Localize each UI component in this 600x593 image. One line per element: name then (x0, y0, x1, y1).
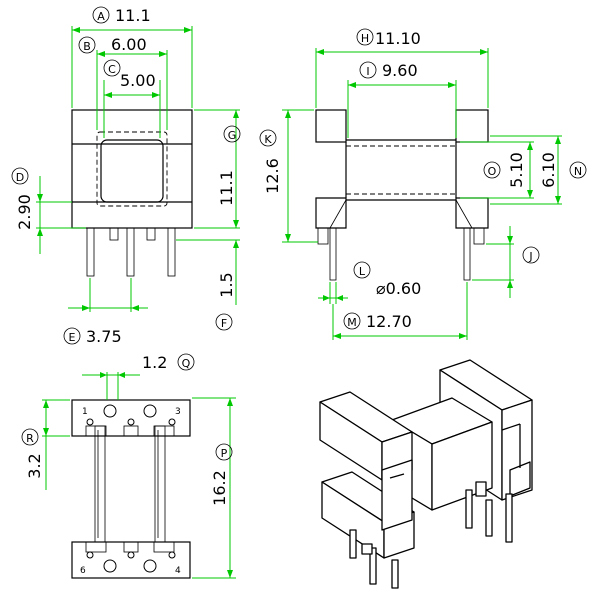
dim-label-G: G 11.1 (217, 125, 241, 206)
dim-label-H: H 11.10 (356, 28, 421, 48)
dim-label-K: K 12.6 (259, 129, 282, 194)
dim-label-Q: 1.2 Q (142, 353, 195, 372)
svg-text:F: F (221, 317, 227, 330)
dim-label-A: A 11.1 (92, 6, 151, 25)
isometric-view (319, 359, 533, 589)
svg-text:H: H (361, 32, 369, 45)
dim-label-F: F 1.5 (215, 272, 236, 331)
svg-text:16.2: 16.2 (210, 470, 229, 506)
svg-text:J: J (528, 250, 532, 263)
dim-label-B: B 6.00 (78, 35, 147, 54)
svg-text:⌀0.60: ⌀0.60 (376, 279, 421, 298)
dim-label-N: N 6.10 (539, 152, 587, 188)
bottom-view-dimensions (42, 372, 236, 579)
svg-text:I: I (366, 65, 369, 78)
dim-label-E: E 3.75 (63, 327, 122, 346)
dim-label-M: M 12.70 (343, 312, 412, 331)
side-view-labels: H 11.10 I 9.60 K 12.6 O 5.10 N 6.10 J (259, 28, 587, 331)
svg-text:6.10: 6.10 (539, 152, 558, 188)
svg-text:B: B (83, 40, 91, 53)
svg-text:3.75: 3.75 (86, 327, 122, 346)
dim-label-I: I 9.60 (359, 61, 418, 80)
svg-text:G: G (228, 129, 237, 142)
svg-text:K: K (264, 133, 272, 146)
pin-number-1: 1 (82, 407, 88, 417)
svg-text:5.00: 5.00 (120, 71, 156, 90)
dim-label-R: R 3.2 (21, 428, 44, 479)
side-view (315, 109, 489, 281)
svg-text:9.60: 9.60 (382, 61, 418, 80)
dim-label-J: J (522, 246, 540, 264)
svg-text:N: N (574, 165, 582, 178)
svg-text:P: P (221, 447, 228, 460)
pin-number-3: 3 (175, 407, 181, 417)
front-view-labels: A 11.1 B 6.00 C 5.00 G 11.1 F 1.5 D 2.90 (11, 6, 241, 346)
svg-text:3.2: 3.2 (25, 453, 44, 478)
svg-text:E: E (69, 331, 76, 344)
svg-text:6.00: 6.00 (111, 35, 147, 54)
bottom-view: 1 3 6 4 (71, 399, 191, 579)
pin-number-6: 6 (80, 566, 86, 576)
dim-label-P: P 16.2 (210, 443, 233, 506)
svg-text:M: M (347, 316, 357, 329)
svg-text:R: R (26, 432, 34, 445)
iso-pins (349, 481, 513, 589)
svg-text:12.6: 12.6 (263, 158, 282, 194)
front-view (71, 109, 193, 277)
svg-text:11.10: 11.10 (375, 29, 421, 48)
svg-text:11.1: 11.1 (217, 170, 236, 206)
svg-text:5.10: 5.10 (507, 152, 526, 188)
svg-text:C: C (108, 63, 116, 76)
svg-text:A: A (97, 10, 105, 23)
dim-label-D: D 2.90 (11, 167, 34, 230)
pin-number-4: 4 (175, 566, 181, 576)
dim-label-L: L ⌀0.60 (353, 261, 421, 298)
svg-text:12.70: 12.70 (366, 312, 412, 331)
dim-label-O: O 5.10 (483, 152, 526, 188)
svg-text:Q: Q (182, 357, 191, 370)
front-view-dimensions (36, 26, 240, 312)
svg-text:O: O (488, 165, 497, 178)
dim-label-C: C 5.00 (103, 59, 156, 90)
svg-text:2.90: 2.90 (15, 194, 34, 230)
svg-text:D: D (16, 171, 24, 184)
side-view-dimensions (282, 48, 562, 340)
bottom-view-labels: 1.2 Q R 3.2 P 16.2 (21, 353, 233, 506)
svg-text:1.5: 1.5 (217, 272, 236, 297)
svg-text:1.2: 1.2 (142, 353, 167, 372)
svg-text:11.1: 11.1 (115, 6, 151, 25)
svg-text:L: L (359, 265, 366, 278)
